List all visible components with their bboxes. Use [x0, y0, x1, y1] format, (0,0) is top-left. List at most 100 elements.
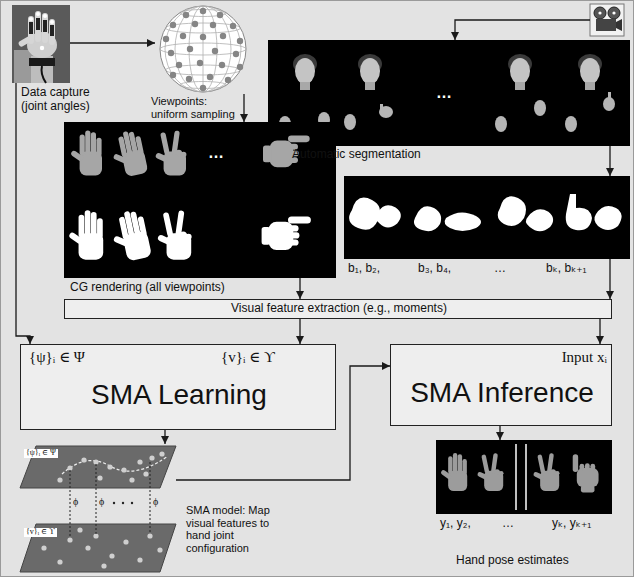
viewpoint-sphere [210, 22, 216, 28]
film-camera-icon [594, 7, 606, 19]
set-notation: {v}ᵢ ∈ ϒ [24, 528, 57, 537]
sma-model-illustration [121, 467, 126, 472]
caption-text: Viewpoints: uniform sampling [151, 95, 239, 120]
viewpoint-sphere [197, 60, 203, 66]
mapping-symbol: ϕ [153, 496, 158, 508]
video-frames [344, 114, 356, 130]
cg-hand-renderings [64, 122, 336, 278]
hand-pose-estimates-panel [525, 444, 527, 510]
box-title: SMA Learning [91, 379, 267, 411]
viewpoint-sphere [160, 6, 246, 92]
segmented-hand-blobs [349, 194, 621, 231]
hand-pose-estimates-panel [515, 444, 517, 510]
data-glove-photo [36, 18, 40, 30]
viewpoint-sphere [163, 8, 243, 91]
caption-text: Data capture (joint angles) [21, 86, 109, 114]
flow-arrow [16, 83, 30, 344]
video-frames [495, 54, 546, 132]
ellipsis: … [436, 84, 452, 102]
cg-hand-renderings [70, 131, 102, 176]
viewpoint-sphere [233, 51, 239, 57]
viewpoint-sphere [187, 46, 193, 52]
video-frames [565, 54, 615, 132]
sma-model-illustration [147, 533, 152, 538]
sma-model-illustration [93, 533, 98, 538]
viewpoint-sphere [217, 12, 223, 18]
cg-hand-renderings [107, 208, 152, 263]
flow-arrow [599, 319, 600, 344]
frame-label: y₁, y₂, [440, 517, 471, 531]
film-camera-icon [612, 11, 615, 14]
video-frames [380, 104, 383, 113]
viewpoint-sphere [203, 6, 204, 92]
caption-text: Hand pose estimates [456, 554, 569, 568]
data-glove-photo [36, 12, 40, 16]
sma-model-illustration [70, 462, 150, 538]
video-frames [360, 58, 380, 84]
ellipsis: … [494, 262, 506, 276]
sma-model-illustration [67, 537, 72, 542]
box-title: SMA Inference [410, 377, 594, 409]
sma-model-illustration [20, 524, 176, 572]
sma-model-illustration [85, 545, 90, 550]
sma-model-illustration [157, 547, 162, 552]
film-camera-icon [596, 19, 616, 31]
segmented-hand-blobs [349, 198, 380, 230]
segmented-blobs-panel: b₁, b₂,b₃, b₄,…bₖ, bₖ₊₁ [344, 176, 630, 259]
viewpoint-sphere [175, 6, 231, 92]
frame-label: bₖ, bₖ₊₁ [546, 262, 587, 276]
data-glove-photo [50, 20, 54, 24]
video-frames [279, 54, 330, 132]
data-glove-photo [29, 58, 55, 66]
viewpoint-sphere [166, 23, 241, 33]
video-frames [295, 58, 315, 84]
viewpoint-sphere [170, 72, 176, 78]
sma-model-illustration [159, 451, 164, 456]
viewpoint-sphere [160, 6, 246, 92]
viewpoint-sphere [183, 12, 189, 18]
data-glove-photo [18, 34, 35, 47]
viewpoint-sphere [220, 33, 226, 39]
frame-label: b₁, b₂, [348, 262, 380, 276]
viewpoint-sphere [200, 8, 206, 14]
box-title: Visual feature extraction (e.g., moments… [231, 302, 447, 316]
viewpoint-sphere [186, 76, 192, 82]
viewpoint-sphere [192, 21, 198, 27]
viewpoint-sphere: Viewpoints: uniform sampling [155, 4, 251, 94]
segmented-hand-blobs [344, 176, 630, 259]
data-glove-photo [50, 25, 54, 36]
data-glove-photo [12, 5, 70, 83]
video-frames [580, 58, 600, 84]
segmented-hand-blobs [445, 212, 481, 231]
viewpoint-sphere [160, 6, 246, 92]
segmented-hand-blobs [594, 206, 621, 230]
segmented-hand-blobs [566, 194, 592, 230]
viewpoint-sphere [200, 34, 206, 40]
flow-arrow [299, 278, 300, 299]
sma-model-illustration [57, 477, 62, 482]
cg-hand-renderings [155, 130, 187, 175]
cg-hand-renderings [64, 122, 336, 278]
data-glove-photo [29, 22, 33, 34]
film-camera-icon [608, 7, 620, 19]
mapping-symbol: ϕ [99, 496, 104, 508]
film-camera-icon [590, 4, 624, 36]
sma-model-illustration [41, 451, 164, 568]
sma-model-illustration [122, 502, 124, 504]
cg-hand-renderings [262, 217, 311, 250]
video-frames [565, 116, 577, 132]
sma-model-illustration [97, 475, 102, 480]
hand-pose-estimates-panel [436, 440, 612, 514]
cg-hand-renderings [108, 129, 148, 179]
ellipsis: … [208, 144, 224, 162]
video-frames [515, 82, 525, 90]
camera-arrow [455, 20, 590, 40]
data-glove-photo [43, 14, 47, 18]
viewpoint-sphere [237, 64, 243, 70]
sma-model-illustration [93, 459, 98, 464]
viewpoint-sphere [237, 38, 243, 44]
sma-model-illustration [67, 465, 72, 470]
caption-text: Automatic segmentation [292, 148, 421, 162]
